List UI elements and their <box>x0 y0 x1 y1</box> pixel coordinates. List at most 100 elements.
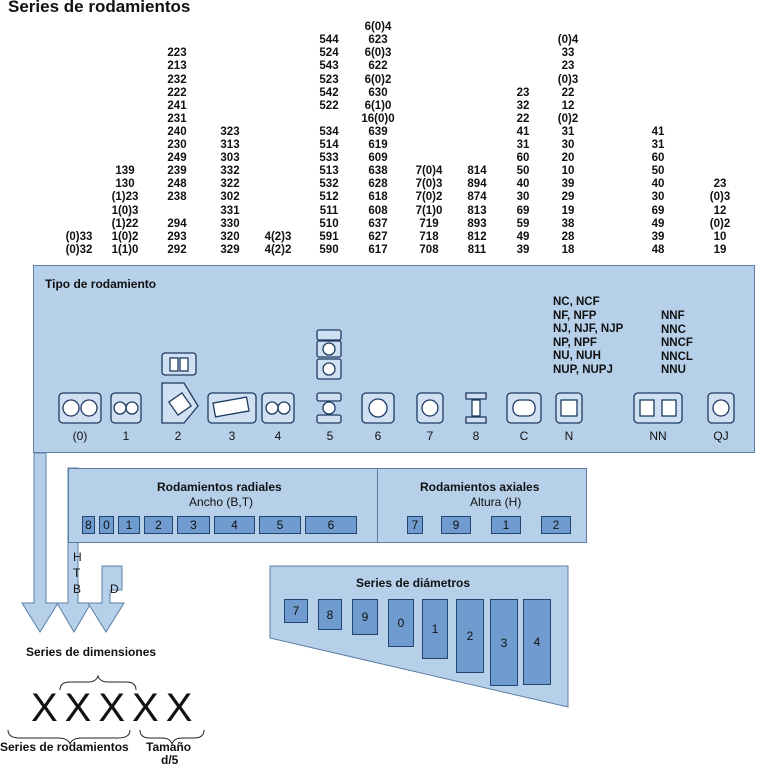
series-code: 302 <box>220 191 240 204</box>
page-title: Series de rodamientos <box>8 0 191 16</box>
series-code: 6(0)2 <box>364 73 392 86</box>
series-code: 591 <box>319 230 339 243</box>
series-code: 6(1)0 <box>364 99 392 112</box>
type-label: QJ <box>713 429 729 443</box>
series-code: (1)23 <box>111 191 139 204</box>
series-code: 813 <box>467 204 487 217</box>
series-code: (0)2 <box>557 112 579 125</box>
series-code: 130 <box>115 178 135 191</box>
series-code: 10 <box>561 165 575 178</box>
bearing-icon-7 <box>416 392 444 424</box>
width-code-box: 1 <box>118 516 140 534</box>
type-label: 4 <box>274 429 282 443</box>
series-column-c0: (0)33(0)32 <box>49 8 109 257</box>
series-code: 41 <box>516 125 530 138</box>
series-code: 22 <box>516 112 530 125</box>
height-code-box: 9 <box>441 516 471 534</box>
series-code: 608 <box>368 204 388 217</box>
series-code: 292 <box>167 243 187 256</box>
series-code: 812 <box>467 230 487 243</box>
series-code: 514 <box>319 139 339 152</box>
type-label: 1 <box>122 429 130 443</box>
type-label: 7 <box>426 429 434 443</box>
type-label: NN <box>649 429 667 443</box>
series-code: 10 <box>713 230 727 243</box>
height-code-box: 1 <box>491 516 521 534</box>
width-code-box: 0 <box>99 516 114 534</box>
series-code: 522 <box>319 99 339 112</box>
tipo-heading: Tipo de rodamiento <box>45 277 157 291</box>
series-code: 23 <box>516 86 530 99</box>
axiales-title: Rodamientos axiales <box>420 480 540 494</box>
tamano-label: Tamaño <box>146 740 192 754</box>
diameter-code-box: 1 <box>422 599 448 659</box>
series-code: 19 <box>561 204 575 217</box>
series-code: 23 <box>713 178 727 191</box>
series-code: 30 <box>561 139 575 152</box>
type-label: (0) <box>72 429 88 443</box>
series-code: 532 <box>319 178 339 191</box>
series-code: 30 <box>516 191 530 204</box>
series-code: 524 <box>319 47 339 60</box>
series-code: 7(0)2 <box>415 191 443 204</box>
series-code: 6(0)3 <box>364 47 392 60</box>
series-code: 50 <box>516 165 530 178</box>
arrow-letter-b: B <box>73 582 82 596</box>
diameter-code-box: 8 <box>318 599 342 630</box>
nn-type: NNF <box>661 310 685 322</box>
series-code: 33 <box>561 47 575 60</box>
height-code-box: 2 <box>541 516 571 534</box>
series-code: 238 <box>167 191 187 204</box>
n-type: NU, NUH <box>553 350 601 362</box>
radiales-subtitle: Ancho (B,T) <box>189 495 254 509</box>
arrow-letter-t: T <box>73 566 81 580</box>
series-code: 544 <box>319 34 339 47</box>
series-code: 330 <box>220 217 240 230</box>
series-code: 60 <box>651 152 665 165</box>
series-code: 814 <box>467 165 487 178</box>
type-label: C <box>519 429 529 443</box>
series-code: 6(0)4 <box>364 21 392 34</box>
series-rodamientos-label: Series de rodamientos <box>0 740 129 754</box>
code-letters: XXXXX <box>31 686 200 730</box>
series-code: 232 <box>167 73 187 86</box>
n-type: NUP, NUPJ <box>553 363 613 376</box>
series-code: 590 <box>319 243 339 256</box>
series-code: 7(0)3 <box>415 178 443 191</box>
series-code: 1(0)3 <box>111 204 139 217</box>
series-code: 512 <box>319 191 339 204</box>
series-code: 542 <box>319 86 339 99</box>
width-code-box: 2 <box>144 516 173 534</box>
diameter-code-box: 4 <box>523 599 551 685</box>
series-code: 40 <box>516 178 530 191</box>
dimensiones-label: Series de dimensiones <box>26 645 157 659</box>
bearing-icon-6 <box>361 392 395 424</box>
series-code: (0)33 <box>65 230 93 243</box>
series-code: 708 <box>419 243 439 256</box>
series-code: 639 <box>368 125 388 138</box>
nn-type: NNCL <box>661 350 693 363</box>
series-code: 40 <box>651 178 665 191</box>
bearing-symbols <box>58 329 735 424</box>
bearing-icon-8 <box>465 392 487 424</box>
bearing-icon-0 <box>58 392 102 424</box>
series-code: 230 <box>167 139 187 152</box>
series-code: 534 <box>319 125 339 138</box>
n-type: NP, NPF <box>553 336 597 349</box>
series-code: 894 <box>467 178 487 191</box>
series-code: 619 <box>368 139 388 152</box>
type-label: N <box>564 429 574 443</box>
series-code: 811 <box>467 243 487 256</box>
series-code: 623 <box>368 34 388 47</box>
nn-type: NNU <box>661 364 686 376</box>
bearing-icon-qj <box>707 392 735 424</box>
type-label: 5 <box>326 429 334 443</box>
series-code: (0)3 <box>557 73 579 86</box>
nn-type: NNCF <box>661 337 693 349</box>
